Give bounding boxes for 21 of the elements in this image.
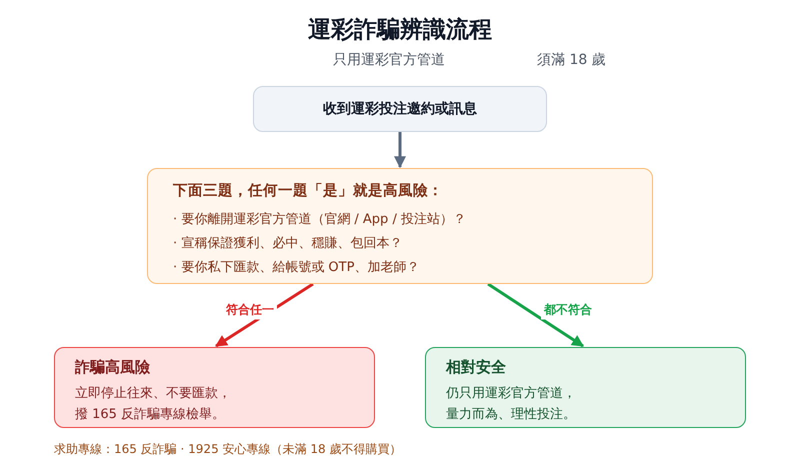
question-item: · 宣稱保證獲利、必中、穩賺、包回本？ [173, 235, 404, 253]
node-body: 仍只用運彩官方管道，量力而為、理性投注。 [446, 385, 577, 424]
risk-box [54, 347, 375, 428]
node-heading: 詐騙高風險 [75, 358, 151, 377]
arrow [487, 282, 584, 348]
edge-label: 符合任一 [223, 300, 277, 320]
age-note: 須滿 18 歲 [537, 51, 606, 69]
start-box [253, 86, 547, 132]
node-body: 立即停止往來、不要匯款，撥 165 反詐騙專線檢舉。 [75, 385, 232, 424]
node-heading: 下面三題，任何一題「是」就是高風險： [173, 182, 444, 200]
diagram-title: 運彩詐騙辨識流程 [307, 16, 493, 45]
footer-note: 求助專線：165 反詐騙 · 1925 安心專線（未滿 18 歲不得購買） [54, 441, 402, 458]
node-heading: 相對安全 [446, 358, 507, 377]
subtitle-note: 只用運彩官方管道 [333, 51, 445, 69]
node-label: 收到運彩投注邀約或訊息 [322, 100, 478, 118]
arrow [394, 132, 406, 168]
question-box [147, 168, 653, 284]
safe-box [425, 347, 746, 428]
question-item: · 要你私下匯款、給帳號或 OTP、加老師？ [173, 259, 420, 277]
question-item: · 要你離開運彩官方管道（官網 / App / 投注站）？ [173, 211, 467, 229]
edge-label: 都不符合 [541, 300, 595, 320]
